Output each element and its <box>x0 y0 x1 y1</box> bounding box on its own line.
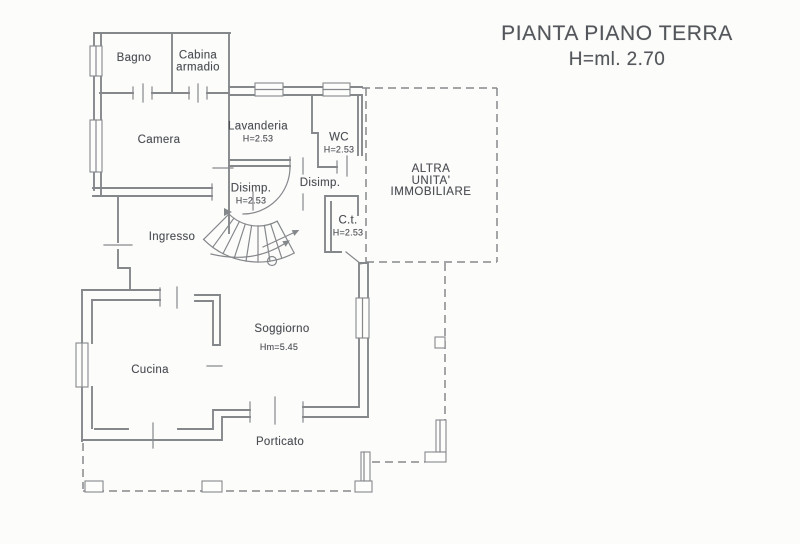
stair-arrow <box>210 230 300 267</box>
room-label-soggiorno: Soggiorno <box>254 323 310 335</box>
room-label-ingresso: Ingresso <box>148 231 196 243</box>
plan-title: PIANTA PIANO TERRA <box>501 22 733 45</box>
room-height-soggiorno: Hm=5.45 <box>259 342 299 352</box>
room-label-porticato: Porticato <box>255 436 305 448</box>
room-label-bagno: Bagno <box>116 52 152 64</box>
room-height-disimpegno-1: H=2.53 <box>235 195 267 205</box>
walls-layer <box>81 32 369 449</box>
room-height-lavanderia: H=2.53 <box>242 133 274 143</box>
room-label-disimpegno-1: Disimp. H=2.53 <box>230 182 272 205</box>
plan-height-note: H=ml. 2.70 <box>568 49 666 70</box>
page-title: PIANTA PIANO TERRA H=ml. 2.70 <box>501 22 733 71</box>
room-label-cabina-armadio: Cabina armadio <box>176 49 220 73</box>
annotation-altra-unita-immobiliare: ALTRA UNITA' IMMOBILIARE <box>390 162 472 198</box>
room-label-lavanderia: Lavanderia H=2.53 <box>228 120 288 143</box>
wall-marker-icon <box>224 208 232 216</box>
window-symbols <box>75 45 370 388</box>
room-label-camera: Camera <box>137 134 181 146</box>
room-label-ct: C.t. H=2.53 <box>332 214 364 237</box>
room-label-cucina: Cucina <box>131 364 169 376</box>
room-label-disimpegno-2: Disimp. <box>299 177 341 189</box>
room-height-ct: H=2.53 <box>332 227 364 237</box>
porch-dashed-boundary <box>82 263 446 492</box>
door-swing-arc <box>242 166 291 215</box>
dashed-boundary-altra-unita <box>362 87 498 263</box>
room-height-wc: H=2.53 <box>323 144 355 154</box>
porch-columns <box>84 336 447 493</box>
room-label-wc: WC H=2.53 <box>323 131 355 154</box>
